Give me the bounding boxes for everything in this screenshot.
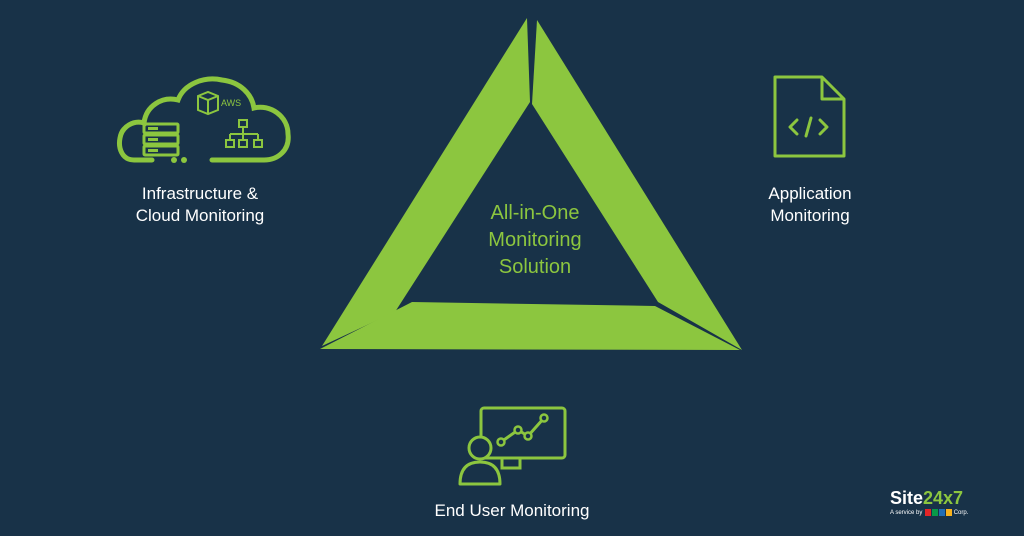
brand-tagline-prefix: A service by bbox=[890, 510, 923, 517]
user-dashboard-icon bbox=[458, 406, 567, 486]
end-user-label: End User Monitoring bbox=[405, 500, 619, 522]
center-title-line: All-in-One bbox=[490, 202, 580, 224]
site24x7-logo: Site24x7 A service by Corp. bbox=[890, 488, 986, 524]
brand-tagline: A service by Corp. bbox=[890, 509, 968, 517]
center-title: All-in-One Monitoring Solution bbox=[440, 200, 630, 281]
triangle-left-side bbox=[322, 18, 530, 346]
brand-name-part1: Site bbox=[890, 488, 924, 508]
brand-name-part2: 24x7 bbox=[923, 488, 964, 508]
application-label: Application Monitoring bbox=[735, 183, 885, 227]
application-label-line: Application bbox=[768, 184, 852, 203]
cloud-server-icon: AWS bbox=[117, 76, 291, 163]
brand-tagline-suffix: Corp. bbox=[953, 510, 969, 517]
infrastructure-label: Infrastructure & Cloud Monitoring bbox=[110, 183, 290, 227]
zoho-logo bbox=[924, 509, 953, 516]
end-user-label-line: End User Monitoring bbox=[434, 501, 590, 520]
brand-name: Site24x7 bbox=[890, 488, 963, 508]
triangle-right-side bbox=[532, 20, 742, 350]
infrastructure-label-line: Cloud Monitoring bbox=[135, 206, 265, 225]
aws-label: AWS bbox=[221, 98, 241, 108]
center-title-line: Solution bbox=[498, 256, 572, 278]
triangle-bottom-side bbox=[320, 302, 740, 350]
infrastructure-label-line: Infrastructure & bbox=[141, 184, 259, 203]
application-label-line: Monitoring bbox=[770, 206, 850, 225]
code-file-icon bbox=[773, 75, 846, 158]
center-title-line: Monitoring bbox=[488, 229, 582, 251]
